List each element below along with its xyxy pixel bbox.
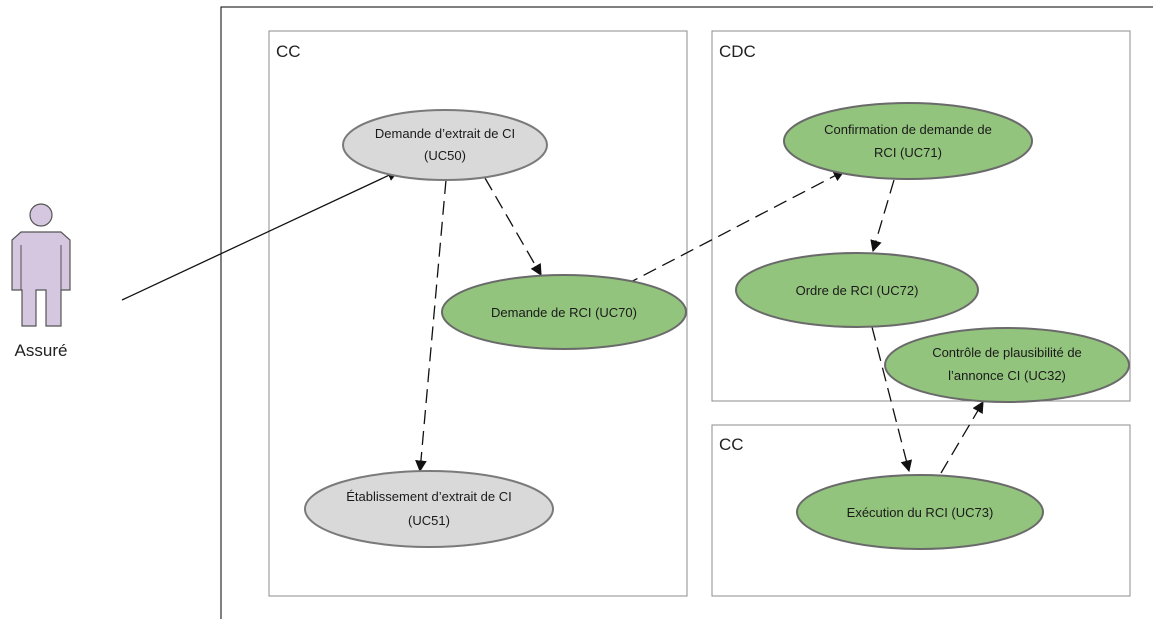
use-case-uc32-line1: Contrôle de plausibilité de: [932, 345, 1082, 360]
use-case-uc51-line1: Établissement d’extrait de CI: [346, 489, 511, 504]
link-actor-uc50: [121, 170, 400, 301]
boundary-cdc-label: CDC: [719, 42, 756, 61]
use-case-uc50-line1: Demande d’extrait de CI: [375, 126, 515, 141]
use-case-uc70[interactable]: Demande de RCI (UC70): [441, 274, 687, 350]
system-frame: [220, 6, 1153, 619]
use-case-uc71-line2: RCI (UC71): [874, 145, 942, 160]
boundary-cdc: [711, 30, 1131, 402]
use-case-uc72-line1: Ordre de RCI (UC72): [796, 283, 919, 298]
link-uc72-uc73: [871, 326, 913, 473]
use-case-uc51[interactable]: Établissement d’extrait de CI (UC51): [304, 470, 554, 548]
use-case-uc71[interactable]: Confirmation de demande de RCI (UC71): [783, 102, 1033, 180]
use-case-uc71-line1: Confirmation de demande de: [824, 122, 992, 137]
use-case-uc51-line2: (UC51): [408, 513, 450, 528]
use-case-uc50-line2: (UC50): [424, 148, 466, 163]
link-uc50-uc51: [415, 179, 447, 473]
use-case-uc32-line2: l’annonce CI (UC32): [948, 368, 1066, 383]
use-case-uc70-line1: Demande de RCI (UC70): [491, 305, 637, 320]
link-uc71-uc72: [870, 179, 895, 253]
boundary-cc-left-label: CC: [276, 42, 301, 61]
use-case-uc72[interactable]: Ordre de RCI (UC72): [735, 252, 979, 328]
use-case-uc73[interactable]: Exécution du RCI (UC73): [796, 474, 1044, 550]
link-uc73-uc32: [940, 400, 984, 474]
person-icon: [11, 203, 71, 327]
link-uc50-uc70: [484, 177, 542, 277]
boundary-cc-left: [268, 30, 688, 597]
use-case-uc73-line1: Exécution du RCI (UC73): [847, 505, 994, 520]
boundary-cc-right: [711, 424, 1131, 597]
use-case-uc32[interactable]: Contrôle de plausibilité de l’annonce CI…: [884, 327, 1130, 403]
actor-label: Assuré: [15, 341, 68, 360]
use-case-uc50[interactable]: Demande d’extrait de CI (UC50): [342, 109, 548, 181]
boundary-cc-right-label: CC: [719, 435, 744, 454]
